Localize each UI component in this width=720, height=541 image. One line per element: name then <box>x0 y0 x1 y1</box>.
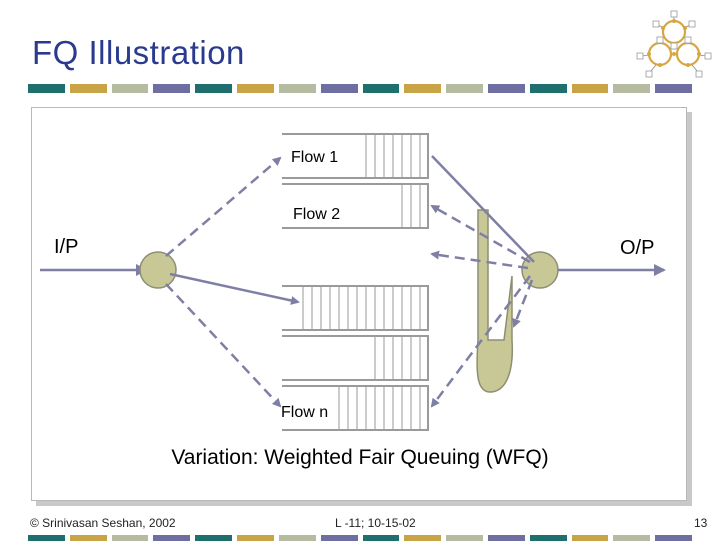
flow-2-label: Flow 2 <box>293 206 340 223</box>
flow-queue-2 <box>282 183 429 229</box>
footer-copyright: © Srinivasan Seshan, 2002 <box>30 516 176 530</box>
slide-title: FQ Illustration <box>32 34 245 71</box>
input-label: I/P <box>54 236 78 258</box>
output-to-flow-n <box>430 275 531 408</box>
output-to-flow-3 <box>430 250 529 270</box>
diagram-caption: Variation: Weighted Fair Queuing (WFQ) <box>171 446 549 469</box>
flow-queue-1 <box>282 133 429 179</box>
classify-to-flow-3 <box>169 272 300 305</box>
flow-1-to-output <box>431 155 535 263</box>
input-node <box>139 251 177 289</box>
flow-n-label: Flow n <box>281 404 328 421</box>
footer-stripe <box>28 535 692 541</box>
diagram-panel <box>31 107 687 501</box>
classify-to-flow-1 <box>165 156 282 257</box>
flow-queue-4 <box>282 335 429 381</box>
flow-queue-3 <box>282 285 429 331</box>
flow-1-label: Flow 1 <box>291 149 338 166</box>
flow-queue-n <box>282 385 429 431</box>
classify-to-flow-n <box>165 283 282 408</box>
output-to-flow-2 <box>430 204 531 264</box>
footer-page-number: 13 <box>694 516 708 530</box>
output-node <box>521 251 559 289</box>
output-label: O/P <box>620 237 654 259</box>
output-to-pointer <box>512 279 534 328</box>
network-logo-icon <box>636 10 712 78</box>
footer-lecture: L -11; 10-15-02 <box>335 516 416 530</box>
title-stripe <box>28 84 692 93</box>
scheduler-pointer <box>476 209 514 393</box>
